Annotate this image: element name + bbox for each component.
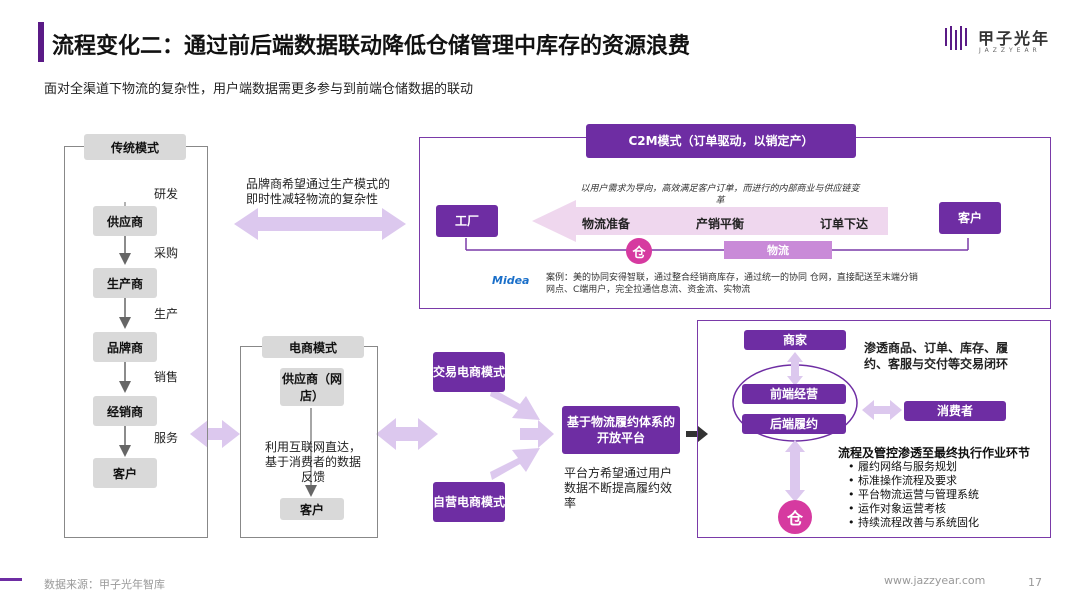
ecommerce-header: 电商模式 (262, 336, 364, 358)
traditional-header: 传统模式 (84, 134, 186, 160)
loop-bullets: 履约网络与服务规划 标准操作流程及要求 平台物流运营与管理系统 运作对象运营考核… (848, 460, 979, 530)
list-item: 持续流程改善与系统固化 (848, 516, 979, 530)
node-manufacturer: 生产商 (93, 268, 157, 298)
warehouse-icon: 仓 (626, 238, 652, 264)
step-label: 销售 (154, 370, 179, 384)
c2m-factory: 工厂 (436, 205, 498, 237)
list-item: 履约网络与服务规划 (848, 460, 979, 474)
flow-label: 物流准备 (582, 217, 631, 231)
converge-arrow (490, 448, 540, 480)
brand-note: 品牌商希望通过生产模式的即时性减轻物流的复杂性 (246, 177, 391, 206)
back-fulfillment-box: 后端履约 (742, 414, 846, 434)
footer-url[interactable]: www.jazzyear.com (884, 574, 986, 587)
step-label: 服务 (154, 431, 179, 445)
logo-subtext: JAZZYEAR (979, 47, 1041, 54)
step-label: 生产 (154, 307, 179, 321)
page-subtitle: 面对全渠道下物流的复杂性，用户端数据需更多参与到前端仓储数据的联动 (44, 82, 474, 97)
closed-loop-panel (697, 320, 1051, 538)
node-distributor: 经销商 (93, 396, 157, 426)
front-operation-box: 前端经营 (742, 384, 846, 404)
loop-note-top: 渗透商品、订单、库存、履约、客服与交付等交易闭环 (864, 341, 1009, 371)
list-item: 平台物流运营与管理系统 (848, 488, 979, 502)
c2m-header: C2M模式（订单驱动，以销定产） (586, 124, 856, 158)
page-title: 流程变化二：通过前后端数据联动降低仓储管理中库存的资源浪费 (52, 34, 691, 59)
step-label: 研发 (154, 187, 179, 201)
c2m-case: 案例：美的协同安得智联，通过整合经销商库存，通过统一的协同 仓网，直接配送至末端… (546, 273, 918, 295)
double-arrow (234, 208, 406, 240)
title-accent-bar (38, 22, 44, 62)
converge-arrow (490, 388, 540, 420)
converge-arrow (520, 420, 554, 448)
page-number: 17 (1028, 576, 1042, 589)
logistics-band: 物流 (724, 241, 832, 259)
platform-note: 平台方希望通过用户数据不断提高履约效率 (564, 466, 673, 510)
ecommerce-note: 利用互联网直达，基于消费者的数据反馈 (264, 440, 361, 484)
footer-source: 数据来源：甲子光年智库 (44, 578, 165, 591)
footer-accent (0, 578, 22, 581)
ecommerce-customer: 客户 (280, 498, 344, 520)
double-arrow (376, 418, 438, 450)
double-arrow (190, 420, 240, 448)
list-item: 标准操作流程及要求 (848, 474, 979, 488)
logo-name: 甲子光年 (978, 29, 1051, 48)
node-supplier: 供应商 (93, 206, 157, 236)
open-platform: 基于物流履约体系的开放平台 (562, 406, 680, 454)
loop-note-heading: 流程及管控渗透至最终执行作业环节 (838, 446, 1031, 460)
transaction-ecommerce: 交易电商模式 (433, 352, 505, 392)
ecommerce-supplier: 供应商（网店） (280, 368, 344, 406)
merchant-box: 商家 (744, 330, 846, 350)
consumer-box: 消费者 (904, 401, 1006, 421)
warehouse-icon: 仓 (778, 500, 812, 534)
c2m-flow-arrow (532, 200, 888, 242)
step-label: 采购 (154, 246, 179, 260)
flow-label: 产销平衡 (696, 217, 745, 231)
flow-label: 订单下达 (820, 217, 869, 231)
self-operated-ecommerce: 自营电商模式 (433, 482, 505, 522)
c2m-customer: 客户 (939, 202, 1001, 234)
midea-logo: Midea (492, 274, 530, 287)
node-customer: 客户 (93, 458, 157, 488)
c2m-description: 以用户需求为导向，高效满足客户订单，而进行的内部商业与供应链变革 (580, 184, 860, 206)
node-brand: 品牌商 (93, 332, 157, 362)
jazzyear-logo-icon (945, 26, 967, 50)
list-item: 运作对象运营考核 (848, 502, 979, 516)
